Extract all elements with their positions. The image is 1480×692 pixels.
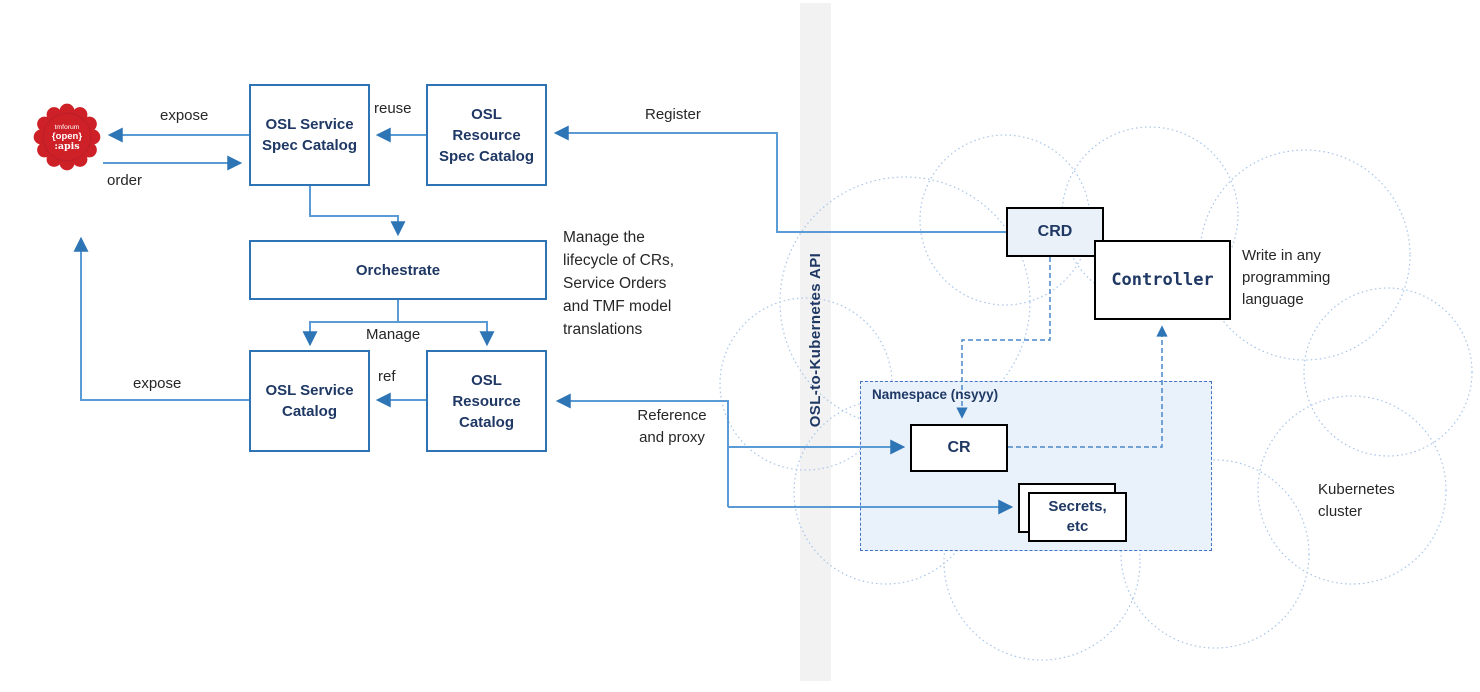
cr-box: CR [910,424,1008,472]
reference-proxy-label: Reference and proxy [637,407,707,446]
register-label: Register [645,106,701,123]
osl-service-spec-catalog-box: OSL Service Spec Catalog [249,84,370,186]
reuse-label: reuse [374,100,412,117]
ref-label: ref [378,368,396,385]
secrets-box: Secrets, etc [1028,492,1127,542]
expose-top-label: expose [160,107,209,124]
namespace-label: Namespace (nsyyy) [872,387,999,402]
logo-open-text: {open} [52,131,82,142]
osl-service-catalog-box: OSL Service Catalog [249,350,370,452]
orchestrate-box: Orchestrate [249,240,547,300]
order-label: order [107,172,143,189]
logo-brand-text: tmforum [55,124,80,131]
osl-to-kubernetes-api-label: OSL-to-Kubernetes API [807,252,824,428]
register-arrow [553,125,1006,233]
expose-bottom-label: expose [133,375,182,392]
tmforum-open-apis-logo: tmforum {open} :apis [33,103,101,171]
kubernetes-cluster-label: Kubernetes cluster [1318,481,1395,520]
manage-label: Manage [366,326,421,343]
osl-resource-catalog-box: OSL Resource Catalog [426,350,547,452]
logo-apis-text: :apis [54,141,79,152]
osl-resource-spec-catalog-box: OSL Resource Spec Catalog [426,84,547,186]
logo-inner-ring [42,112,92,162]
crd-box: CRD [1006,207,1104,257]
lifecycle-annotation: Manage the lifecycle of CRs, Service Ord… [563,229,675,338]
controller-box: Controller [1094,240,1231,320]
write-any-language-annotation: Write in any programming language [1242,247,1331,308]
spec-to-orchestrate-1 [309,186,406,237]
